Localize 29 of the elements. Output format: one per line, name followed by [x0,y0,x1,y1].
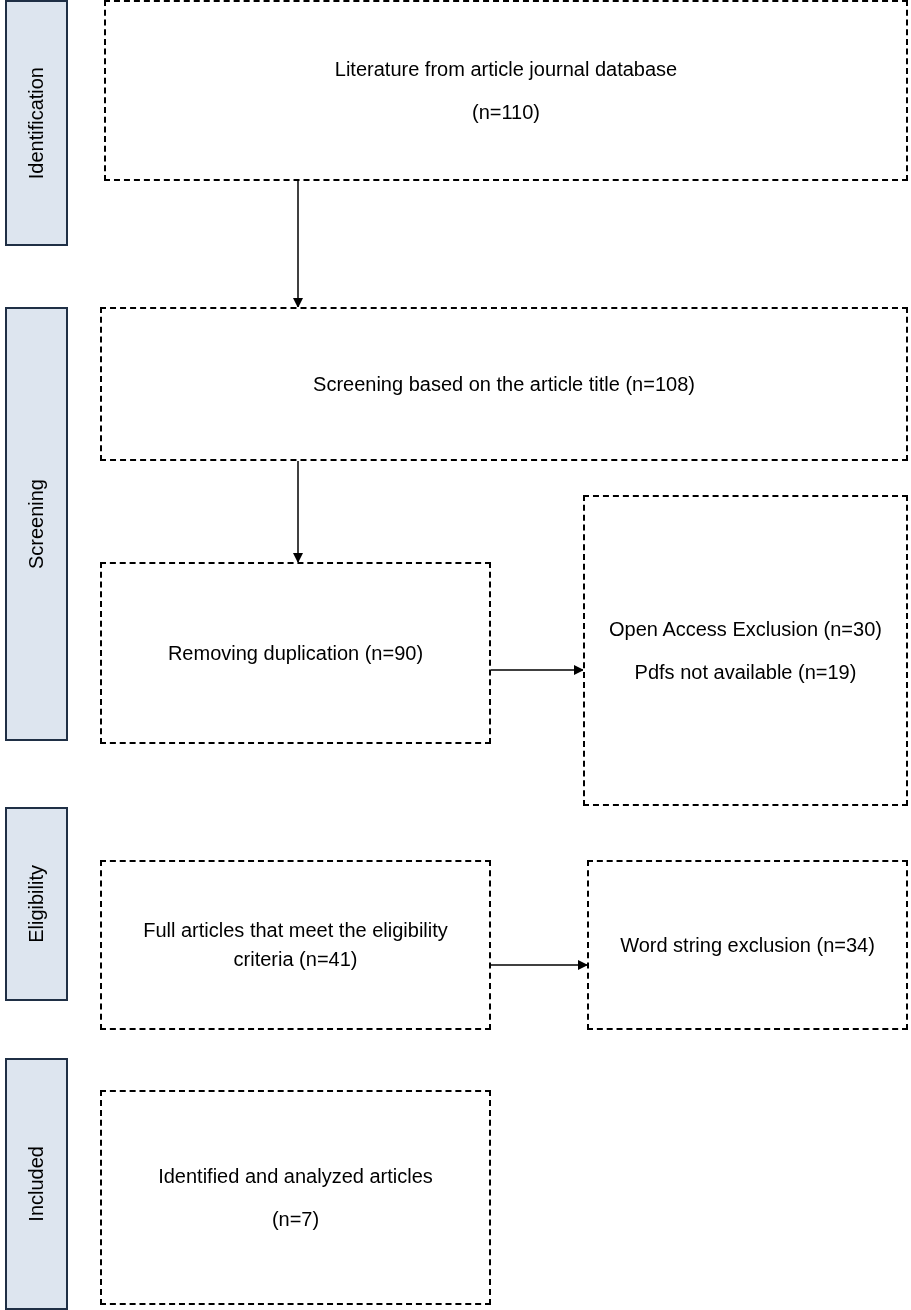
box-text: Open Access Exclusion (n=30) [609,616,882,642]
phase-label: Identification [25,66,48,180]
phase-band [5,0,68,246]
process-box [104,0,908,181]
box-text: Pdfs not available (n=19) [634,659,857,685]
arrow [293,460,303,563]
process-box [100,562,491,744]
box-text: Identified and analyzed articles [158,1163,433,1189]
phase-band [5,307,68,741]
phase-band [5,807,68,1001]
box-text: (n=7) [271,1206,320,1232]
box-text: Word string exclusion (n=34) [620,932,875,958]
arrow [490,960,588,970]
phase-band [5,1058,68,1310]
arrow [490,665,584,675]
box-text: Screening based on the article title (n=108) [313,371,695,397]
box-text: Removing duplication (n=90) [167,640,424,666]
phase-label: Included [25,1146,48,1222]
process-box [100,307,908,461]
box-text: (n=110) [472,99,540,125]
box-text: Literature from article journal database [334,56,678,82]
process-box [100,1090,491,1305]
phase-label: Eligibility [25,865,48,943]
arrow [293,180,303,308]
phase-label: Screening [25,478,48,570]
box-text: Full articles that meet the eligibility criteria (n=41) [142,918,449,972]
process-box [583,495,908,806]
process-box [100,860,491,1030]
process-box [587,860,908,1030]
